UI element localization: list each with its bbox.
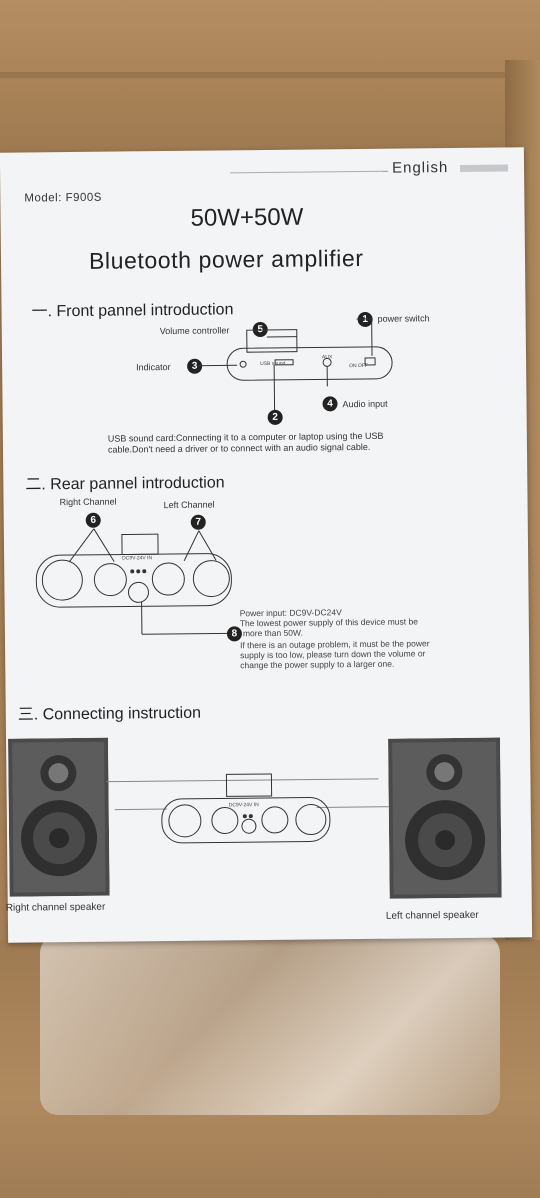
- badge-8: 8: [226, 626, 243, 642]
- usb-sound-small-label: USB sound: [260, 360, 286, 368]
- front-panel-diagram: [197, 318, 393, 417]
- left-channel-label: Left Channel: [163, 499, 215, 511]
- header-bar: [460, 164, 509, 172]
- header-rule: [230, 170, 389, 174]
- left-speaker-image: [388, 737, 502, 899]
- rear-dc-label: DC9V-24V IN: [122, 555, 153, 562]
- power-title: 50W+50W: [190, 203, 304, 232]
- audio-input-label: Audio input: [342, 398, 388, 410]
- product-title: Bluetooth power amplifier: [88, 244, 364, 274]
- right-speaker-image: [8, 737, 110, 897]
- right-speaker-label: Right channel speaker: [5, 901, 106, 914]
- usb-note-line2: cable.Don't need a driver or to connect …: [107, 441, 371, 455]
- power-line-6: change the power supply to a larger one.: [240, 658, 395, 671]
- connection-diagram: [106, 773, 389, 844]
- cardboard-box-top: [0, 0, 540, 160]
- on-off-small-label: ON OFF: [349, 362, 369, 370]
- rear-panel-diagram: [35, 528, 232, 635]
- language-label: English: [391, 159, 449, 177]
- power-line-2: The lowest power supply of this device m…: [239, 616, 418, 629]
- model-number: Model: F900S: [24, 191, 103, 205]
- connect-dc-label: DC9V-24V IN: [228, 802, 259, 809]
- power-line-3: more than 50W.: [242, 627, 303, 639]
- left-speaker-label: Left channel speaker: [385, 909, 479, 922]
- manual-page: English Model: F900S 50W+50W Bluetooth p…: [0, 147, 533, 943]
- connecting-heading: 三. Connecting instruction: [17, 704, 202, 724]
- badge-4: 4: [322, 396, 338, 412]
- aux-small-label: AUX: [322, 354, 333, 361]
- rear-panel-heading: 二. Rear pannel introduction: [25, 474, 225, 494]
- badge-2: 2: [267, 409, 283, 425]
- right-channel-label: Right Channel: [59, 496, 117, 508]
- plastic-wrap: [40, 935, 500, 1115]
- box-flap-crease: [0, 72, 520, 78]
- indicator-label: Indicator: [136, 361, 171, 373]
